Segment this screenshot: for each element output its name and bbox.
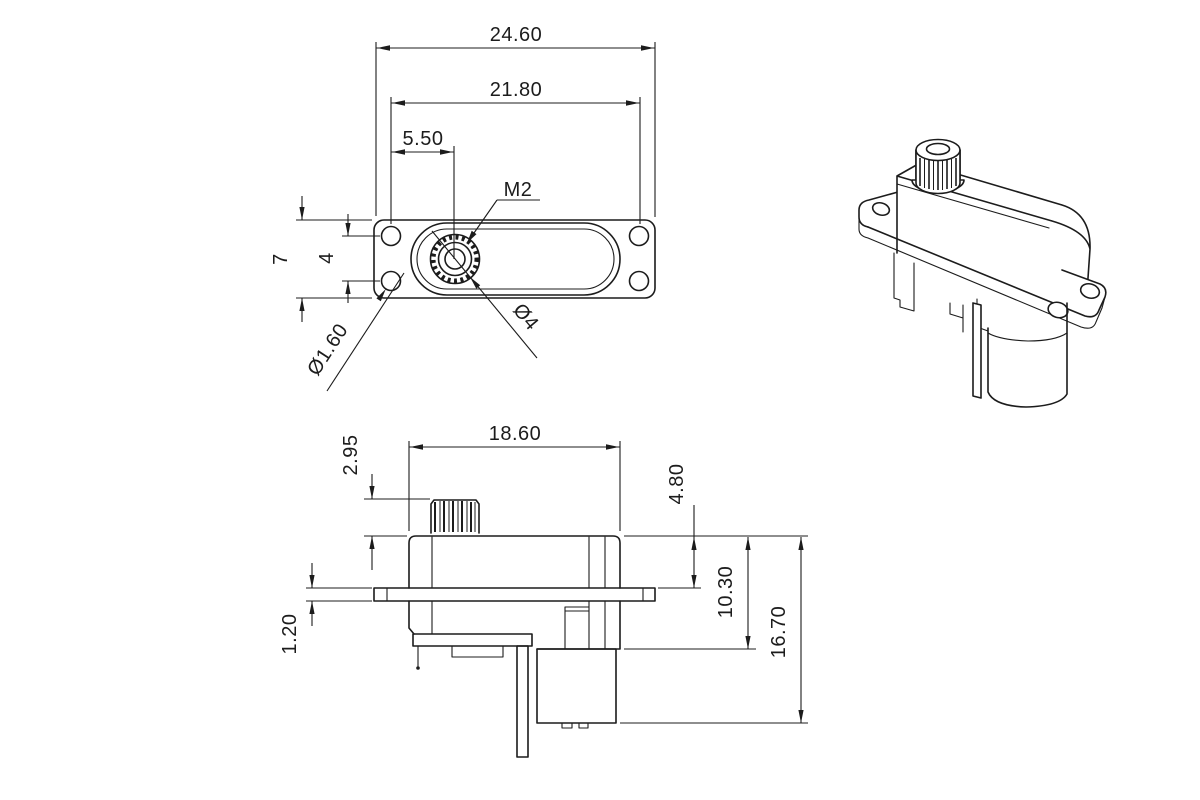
side-flange [373, 587, 656, 602]
callout-spline-thread: M2 [466, 179, 540, 244]
side-upper-case [408, 535, 621, 589]
iso-spline-gear [911, 138, 965, 195]
iso-pin [972, 302, 982, 399]
dim-spline-offset: 5.50 [391, 128, 455, 259]
side-long-pin [516, 645, 529, 758]
side-pcb-plate [412, 633, 533, 647]
dim-text-spline-height: 2.95 [340, 435, 362, 476]
dim-case-width: 18.60 [408, 423, 621, 531]
dim-text-mount-hole-span: 21.80 [490, 79, 543, 101]
mount-hole-top-right [628, 225, 650, 247]
spline-center-hole [444, 248, 466, 270]
motor-tab-left [561, 722, 573, 729]
mount-hole-top-left [380, 225, 402, 247]
dim-overall-width: 24.60 [375, 24, 656, 217]
side-view: 18.60 2.95 4.80 10.30 16.70 [279, 423, 808, 758]
output-spline-top [429, 233, 481, 285]
iso-mount-hole-left [871, 201, 891, 217]
dim-text-flange-width: 7 [270, 253, 292, 265]
side-motor-can [536, 648, 617, 729]
side-case-detail-lines [431, 536, 606, 589]
dim-flange-width: 7 [270, 196, 372, 322]
mount-hole-bottom-right [628, 270, 650, 292]
dim-case-height: 10.30 [624, 537, 756, 650]
dim-total-height: 16.70 [620, 537, 808, 724]
iso-case-body [896, 162, 1091, 308]
side-spline-teeth [434, 501, 476, 532]
dim-text-overall-width: 24.60 [490, 24, 543, 46]
isometric-view [858, 138, 1107, 408]
motor-tab-right [578, 722, 589, 729]
dim-text-case-height: 10.30 [715, 566, 737, 619]
iso-spline-top-face [915, 138, 961, 162]
spline-teeth-ring [430, 234, 480, 284]
iso-motor [949, 298, 1068, 408]
dim-text-flange-thickness: 1.20 [279, 614, 301, 655]
iso-spline-teeth [919, 158, 957, 190]
callout-text-spline-thread: M2 [504, 179, 533, 201]
callout-text-mount-hole-dia: Ø1.60 [303, 320, 352, 380]
top-view-case-inner-wall [416, 228, 615, 290]
dim-text-hole-pitch: 4 [316, 252, 338, 264]
side-pcb-component [451, 645, 504, 658]
dim-flange-thickness: 1.20 [279, 563, 372, 654]
dim-hole-pitch: 4 [316, 214, 380, 303]
dim-text-case-width: 18.60 [489, 423, 542, 445]
iso-flange-front [867, 226, 1107, 329]
dim-upper-height: 4.80 [624, 464, 808, 589]
top-view-flange-outline [373, 219, 656, 299]
top-view-case-outline [410, 222, 621, 296]
top-view: 24.60 21.80 5.50 7 4 M2 [270, 24, 656, 392]
iso-lower-left-bracket [893, 252, 915, 312]
side-lower-case [408, 600, 621, 758]
iso-mount-hole-right-far [1079, 282, 1101, 300]
dim-text-spline-offset: 5.50 [403, 128, 444, 150]
side-case-notch [564, 606, 590, 650]
dim-mount-hole-span: 21.80 [390, 79, 641, 224]
dim-text-upper-height: 4.80 [666, 464, 688, 505]
side-spline-gear [430, 499, 480, 534]
dim-spline-height: 2.95 [340, 435, 430, 570]
mount-hole-bottom-left [380, 270, 402, 292]
iso-spline-center-hole [925, 142, 951, 156]
dim-text-total-height: 16.70 [768, 606, 790, 659]
